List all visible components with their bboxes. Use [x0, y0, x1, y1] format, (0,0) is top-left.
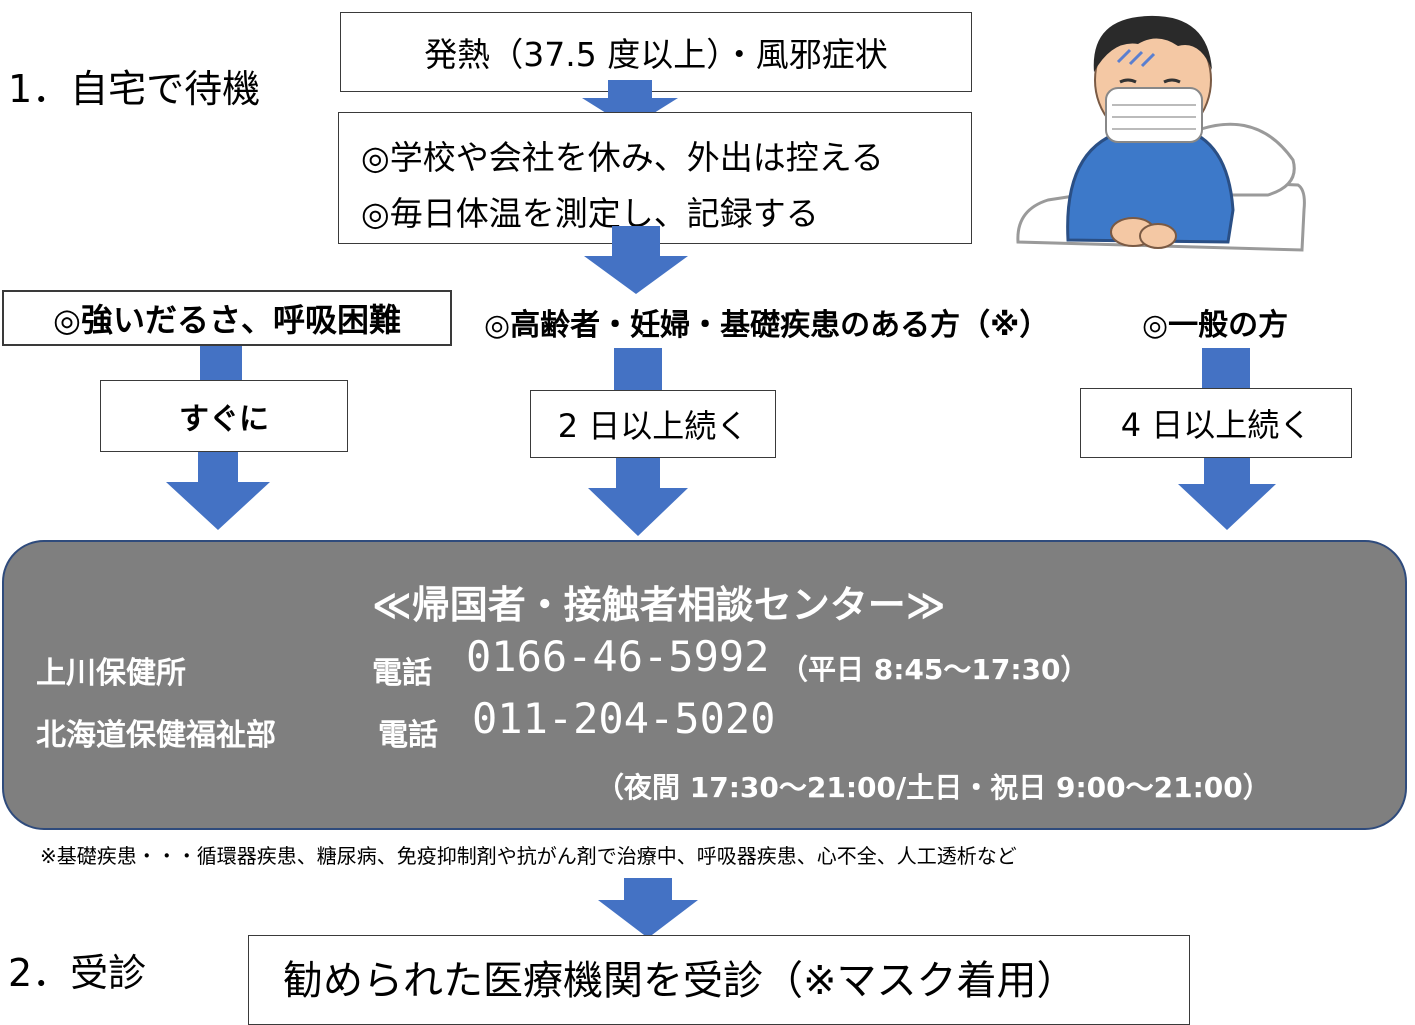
flow-arrow — [166, 452, 270, 530]
footnote: ※基礎疾患・・・循環器疾患、糖尿病、免疫抑制剤や抗がん剤で治療中、呼吸器疾患、心… — [40, 844, 1017, 868]
office2-phone[interactable]: 011-204-5020 — [472, 694, 776, 743]
flow-arrow — [584, 226, 688, 294]
flow-stem — [1202, 348, 1250, 390]
step1-label: 1．自宅で待機 — [8, 67, 261, 111]
advice-line-2: ◎毎日体温を測定し、記録する — [361, 194, 819, 233]
branch-general-label: ◎一般の方 — [1142, 308, 1289, 343]
office1-hours: （平日 8:45～17:30） — [780, 653, 1089, 686]
office2-name: 北海道保健福祉部 — [36, 718, 276, 753]
flow-stem — [200, 346, 242, 382]
office2-phone-label: 電話 — [378, 718, 438, 753]
office1-phone[interactable]: 0166-46-5992 — [466, 632, 770, 681]
symptom-text: 発熱（37.5 度以上）・風邪症状 — [424, 35, 888, 74]
final-box: 勧められた医療機関を受診（※マスク着用） — [248, 935, 1190, 1025]
symptom-box: 発熱（37.5 度以上）・風邪症状 — [340, 12, 972, 92]
consultation-center-panel: ≪帰国者・接触者相談センター≫ 上川保健所 電話 0166-46-5992 （平… — [2, 540, 1407, 830]
timing-box-severe: すぐに — [100, 380, 348, 452]
sick-person-with-mask-icon — [1016, 15, 1306, 252]
flow-stem — [614, 348, 662, 390]
branch-severe-label: ◎強いだるさ、呼吸困難 — [2, 290, 452, 346]
office2-hours: （夜間 17:30～21:00/土日・祝日 9:00～21:00） — [596, 771, 1271, 804]
branch-high-risk-label: ◎高齢者・妊婦・基礎疾患のある方（※） — [484, 308, 1050, 343]
flow-arrow — [582, 80, 678, 128]
center-title: ≪帰国者・接触者相談センター≫ — [372, 583, 946, 627]
flow-arrow — [1178, 458, 1276, 530]
office1-name: 上川保健所 — [36, 656, 186, 691]
final-text: 勧められた医療機関を受診（※マスク着用） — [283, 958, 1077, 1004]
advice-line-1: ◎学校や会社を休み、外出は控える — [361, 138, 884, 177]
flow-arrow — [588, 458, 688, 536]
timing-box-high-risk: 2 日以上続く — [530, 390, 776, 458]
timing-box-general: 4 日以上続く — [1080, 388, 1352, 458]
advice-box: ◎学校や会社を休み、外出は控える ◎毎日体温を測定し、記録する — [338, 112, 972, 244]
step2-label: 2．受診 — [8, 951, 147, 995]
flow-arrow — [598, 878, 698, 938]
office1-phone-label: 電話 — [372, 656, 432, 691]
